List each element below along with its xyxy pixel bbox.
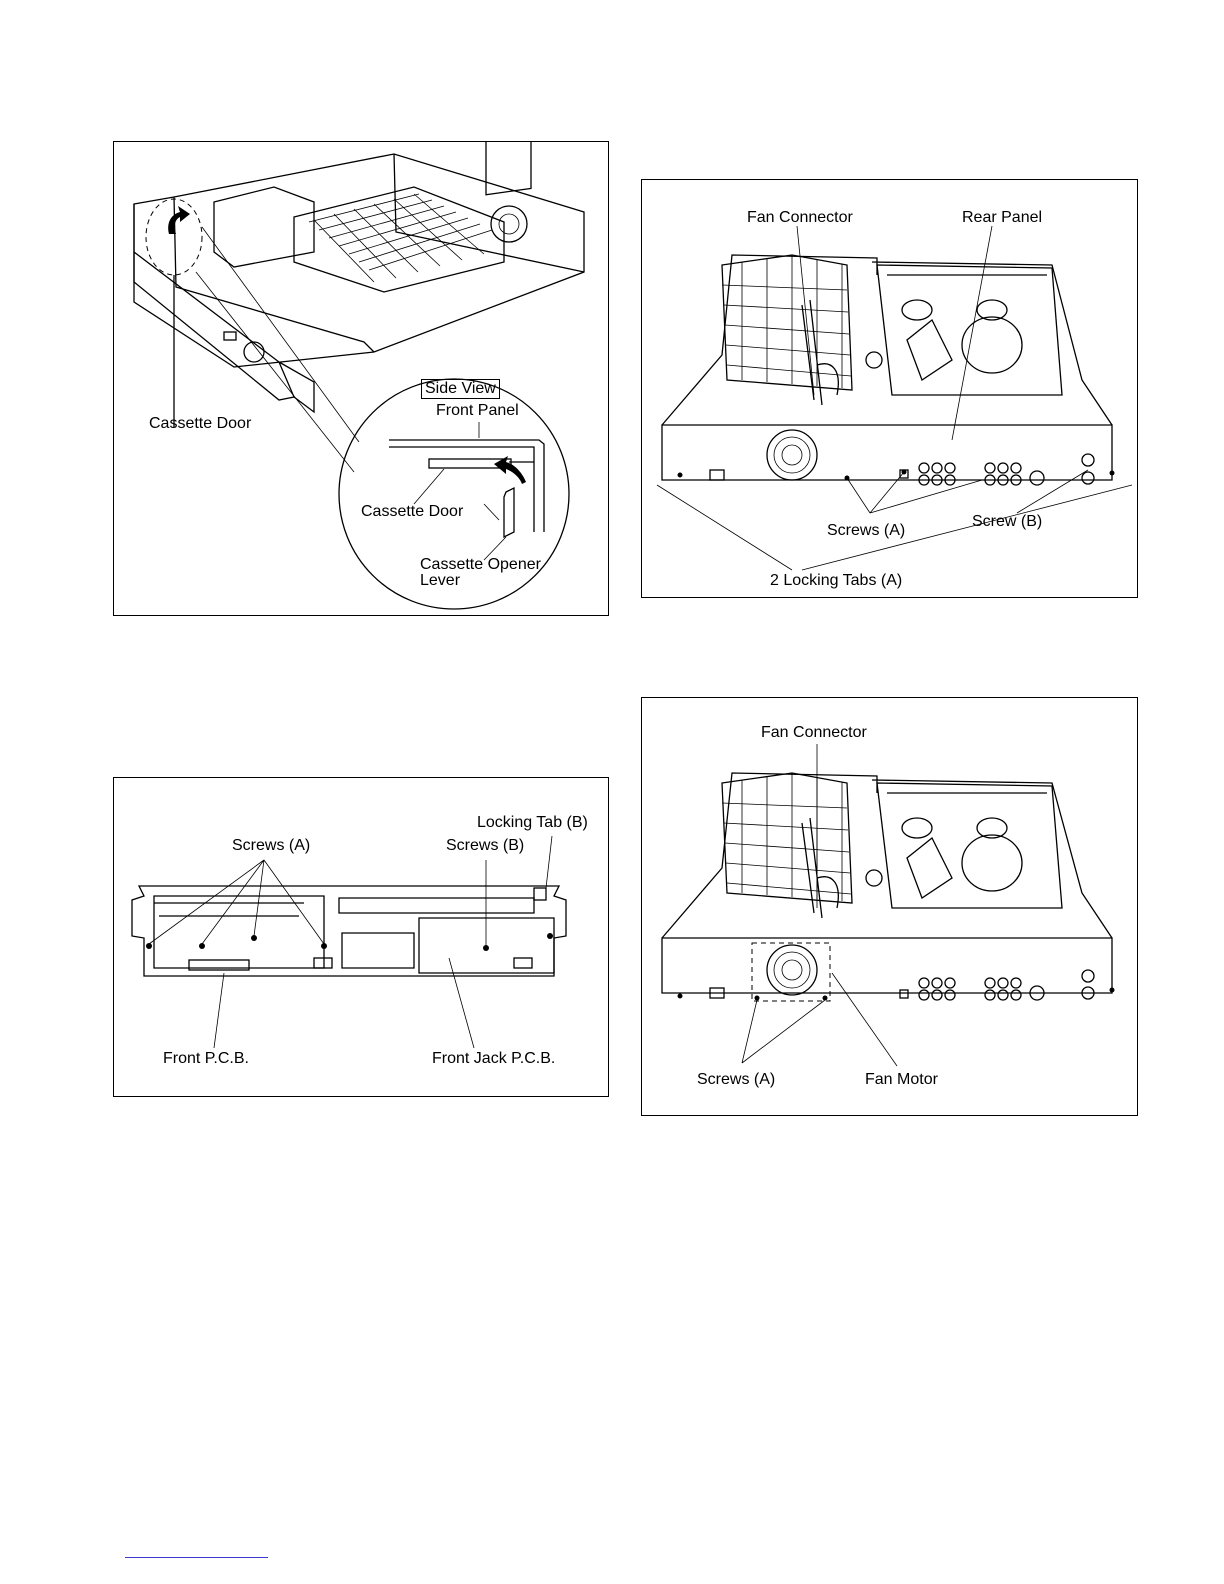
front-panel-label: Front Panel [436,402,519,420]
cassette-door-detail-label: Cassette Door [361,503,463,521]
fan-motor-drawing [642,698,1139,1117]
fan-connector-label: Fan Connector [761,724,867,742]
figure-rear-panel: Fan Connector Rear Panel Screws (A) Scre… [641,179,1138,598]
screws-a-label: Screws (A) [697,1071,775,1089]
rear-panel-label: Rear Panel [962,209,1042,227]
cassette-door-drawing [114,142,610,617]
fan-connector-label: Fan Connector [747,209,853,227]
screws-b-label: Screws (B) [446,837,524,855]
footnote-divider [125,1557,268,1558]
fan-motor-label: Fan Motor [865,1071,938,1089]
cassette-opener-lever-label-2: Lever [420,572,460,590]
front-pcb-label: Front P.C.B. [163,1050,249,1068]
figure-fan-motor: Fan Connector Screws (A) Fan Motor [641,697,1138,1116]
locking-tabs-label: 2 Locking Tabs (A) [770,572,902,590]
cassette-door-label: Cassette Door [149,415,251,433]
figure-front-pcb: Screws (A) Locking Tab (B) Screws (B) Fr… [113,777,609,1097]
locking-tab-b-label: Locking Tab (B) [477,814,588,832]
side-view-label: Side View [421,379,500,399]
screw-b-label: Screw (B) [972,513,1042,531]
screws-a-label: Screws (A) [232,837,310,855]
screws-a-label: Screws (A) [827,522,905,540]
front-jack-pcb-label: Front Jack P.C.B. [432,1050,555,1068]
figure-cassette-door: Side View Front Panel Cassette Door Cass… [113,141,609,616]
